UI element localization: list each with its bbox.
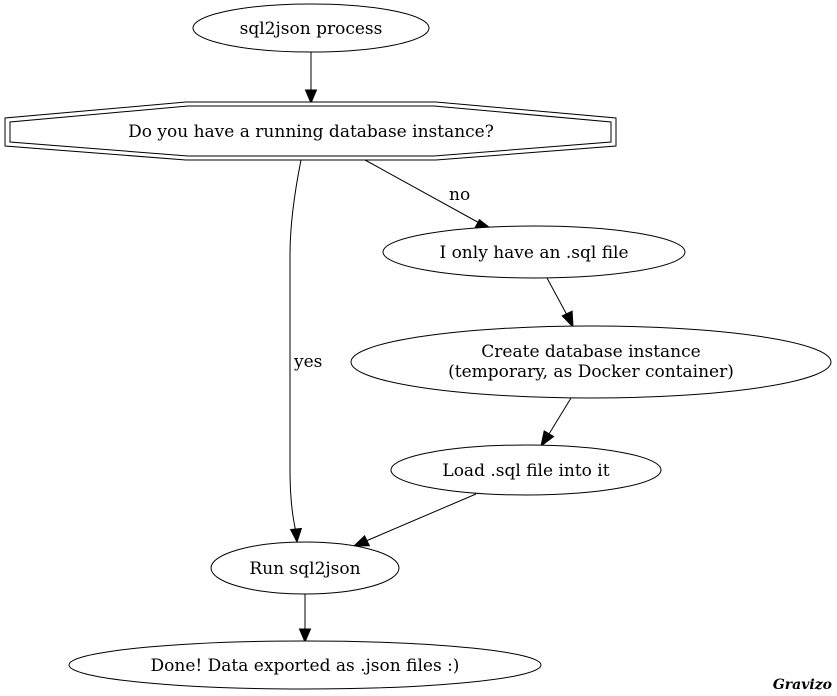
edge-start-to-question bbox=[304, 52, 318, 105]
edge-load-sql-to-run bbox=[352, 493, 477, 547]
node-create-db-line2: (temporary, as Docker container) bbox=[448, 362, 734, 382]
node-done: Done! Data exported as .json files :) bbox=[68, 640, 542, 690]
node-question-label: Do you have a running database instance? bbox=[128, 122, 494, 142]
edge-sql-file-to-create-db bbox=[546, 277, 574, 329]
edge-label-yes: yes bbox=[293, 352, 322, 372]
node-sql-file: I only have an .sql file bbox=[382, 225, 686, 279]
node-load-sql: Load .sql file into it bbox=[390, 444, 662, 496]
brand-logo: Gravizo bbox=[773, 677, 832, 693]
node-start: sql2json process bbox=[192, 3, 430, 53]
edge-question-to-run bbox=[289, 159, 303, 544]
node-load-sql-label: Load .sql file into it bbox=[442, 461, 609, 481]
edge-question-to-sql-file bbox=[364, 159, 496, 232]
node-run: Run sql2json bbox=[210, 541, 400, 595]
node-create-db: Create database instance (temporary, as … bbox=[350, 325, 832, 399]
edge-create-db-to-load-sql bbox=[540, 397, 572, 448]
node-done-label: Done! Data exported as .json files :) bbox=[151, 656, 460, 676]
node-run-label: Run sql2json bbox=[249, 559, 360, 579]
node-start-label: sql2json process bbox=[240, 19, 383, 39]
edge-label-no: no bbox=[449, 185, 470, 205]
node-question: Do you have a running database instance? bbox=[4, 101, 617, 161]
node-create-db-line1: Create database instance bbox=[481, 342, 700, 362]
edge-run-to-done bbox=[298, 594, 312, 644]
node-sql-file-label: I only have an .sql file bbox=[439, 243, 628, 263]
